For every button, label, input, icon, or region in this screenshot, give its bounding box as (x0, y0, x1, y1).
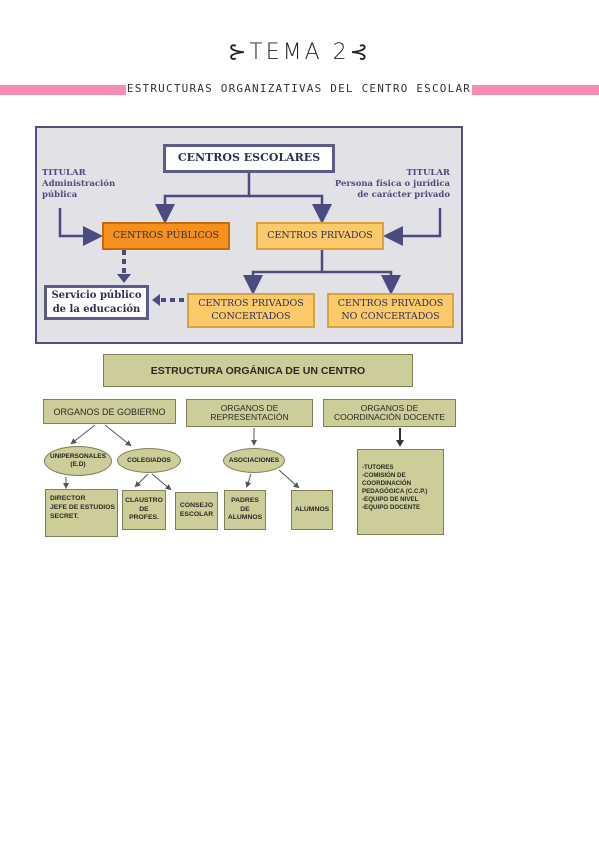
page-subtitle: ESTRUCTURAS ORGANIZATIVAS DEL CENTRO ESC… (126, 82, 472, 95)
asociaciones-oval: ASOCIACIONES (223, 448, 285, 473)
centros-concertados-box: CENTROS PRIVADOS CONCERTADOS (187, 293, 315, 328)
coordinacion-docente-list: -TUTORES -COMISIÓN DE COORDINACIÓN PEDAG… (357, 449, 444, 535)
servicio-publico-box: Servicio público de la educación (44, 285, 149, 320)
consejo-escolar-box: CONSEJO ESCOLAR (175, 492, 218, 530)
centros-publicos-box: CENTROS PÚBLICOS (102, 222, 230, 250)
director-box: DIRECTOR JEFE DE ESTUDIOS SECRET. (45, 489, 118, 537)
organos-representacion-box: ORGANOS DE REPRESENTACIÓN (186, 399, 313, 427)
titular-privado-label: TITULAR Persona física o jurídica de car… (334, 168, 450, 201)
organos-gobierno-box: ORGANOS DE GOBIERNO (43, 399, 176, 424)
estructura-organica-box: ESTRUCTURA ORGÁNICA DE UN CENTRO (103, 354, 413, 387)
titular-publico-label: TITULAR Administración pública (42, 168, 116, 201)
title-decoration-left (0, 85, 126, 95)
unipersonales-oval: UNIPERSONALES (E.D) (44, 446, 112, 476)
page-title: ⊱TEMA 2⊰ (227, 40, 372, 65)
claustro-box: CLAUSTRO DE PROFES. (122, 490, 166, 530)
alumnos-box: ALUMNOS (291, 490, 333, 530)
centros-no-concertados-box: CENTROS PRIVADOS NO CONCERTADOS (327, 293, 454, 328)
title-decoration-right (472, 85, 599, 95)
centros-escolares-box: CENTROS ESCOLARES (163, 144, 335, 173)
centros-privados-box: CENTROS PRIVADOS (256, 222, 384, 250)
padres-alumnos-box: PADRES DE ALUMNOS (224, 490, 266, 530)
colegiados-oval: COLEGIADOS (117, 448, 181, 473)
organos-coordinacion-box: ORGANOS DE COORDINACIÓN DOCENTE (323, 399, 456, 427)
